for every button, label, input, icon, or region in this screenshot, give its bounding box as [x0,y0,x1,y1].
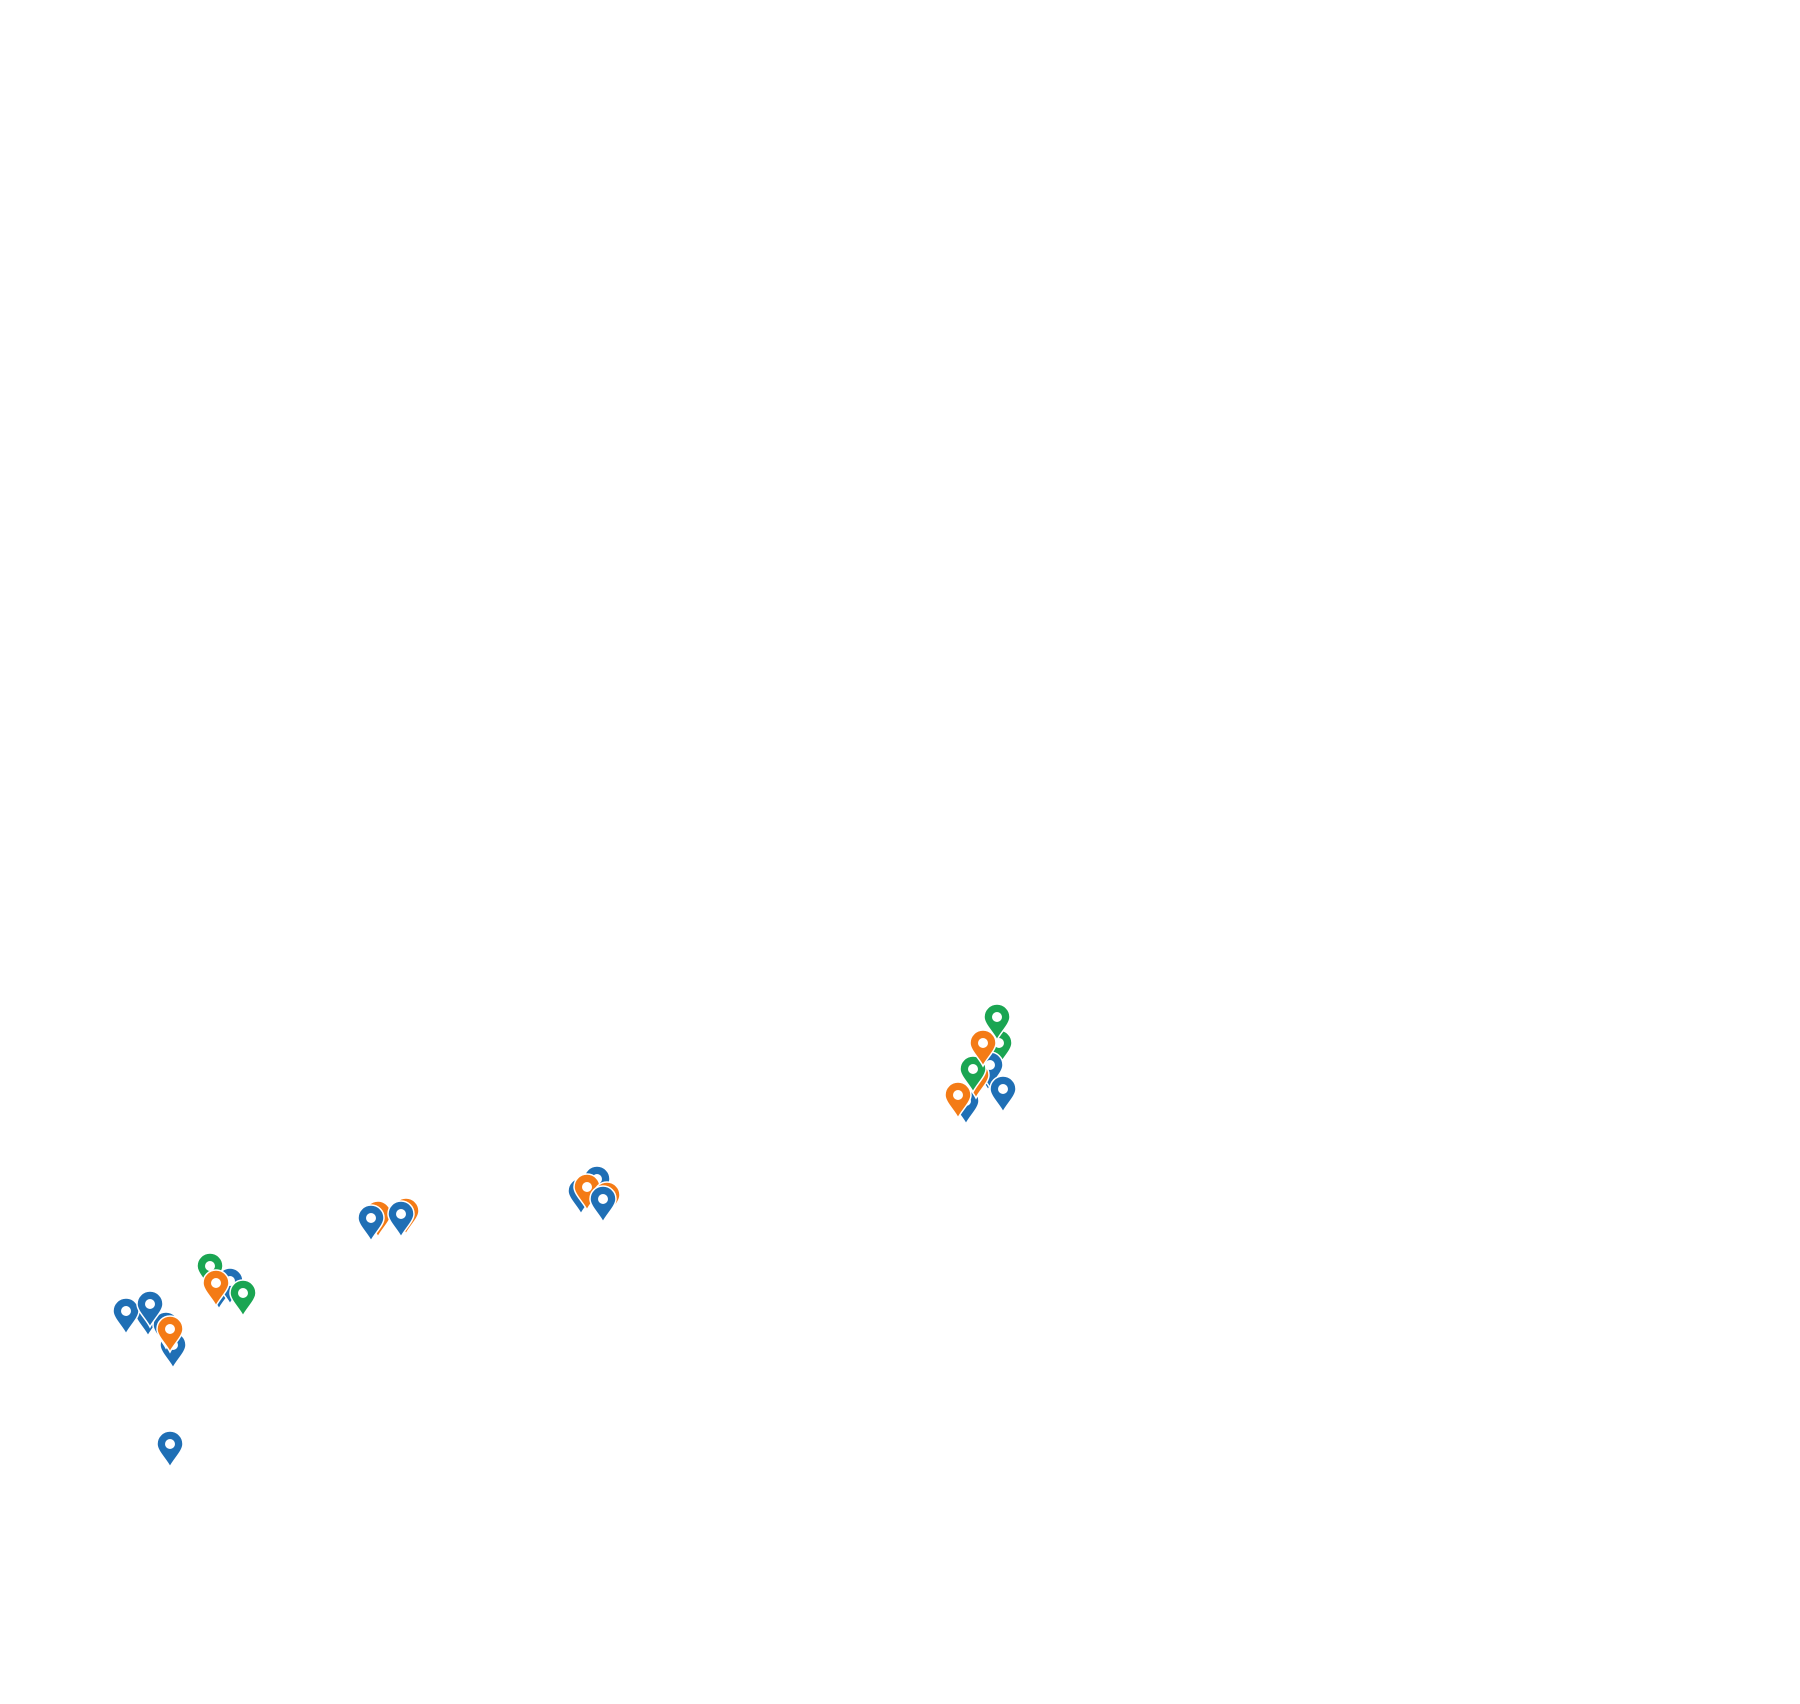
map-marker-orange[interactable] [202,1269,230,1308]
map-marker-blue[interactable] [136,1290,164,1329]
map-pin-hole [582,1182,592,1192]
map-marker-orange[interactable] [969,1029,997,1068]
map-pin-hole [121,1306,131,1316]
map-marker-blue[interactable] [989,1075,1017,1114]
map-pin-hole [968,1064,978,1074]
map-pin-hole [366,1213,376,1223]
map-marker-blue[interactable] [387,1200,415,1239]
map-marker-blue[interactable] [112,1297,140,1336]
map-pin-hole [953,1090,963,1100]
map-pin-hole [598,1194,608,1204]
map-marker-orange[interactable] [156,1315,184,1354]
map-pin-hole [396,1209,406,1219]
map-pin-hole [238,1288,248,1298]
map-marker-green[interactable] [229,1279,257,1318]
map-pin-hole [165,1439,175,1449]
map-pin-hole [165,1324,175,1334]
map-pin-hole [211,1278,221,1288]
map-marker-orange[interactable] [944,1081,972,1120]
map-marker-blue[interactable] [589,1185,617,1224]
map-pin-hole [998,1084,1008,1094]
map-pin-hole [145,1299,155,1309]
map-pin-hole [992,1012,1002,1022]
map-marker-green[interactable] [983,1003,1011,1042]
map-marker-blue[interactable] [156,1430,184,1469]
map-pin-hole [205,1261,215,1271]
map-marker-green[interactable] [959,1055,987,1094]
map-pin-hole [978,1038,988,1048]
map-marker-blue[interactable] [357,1204,385,1243]
